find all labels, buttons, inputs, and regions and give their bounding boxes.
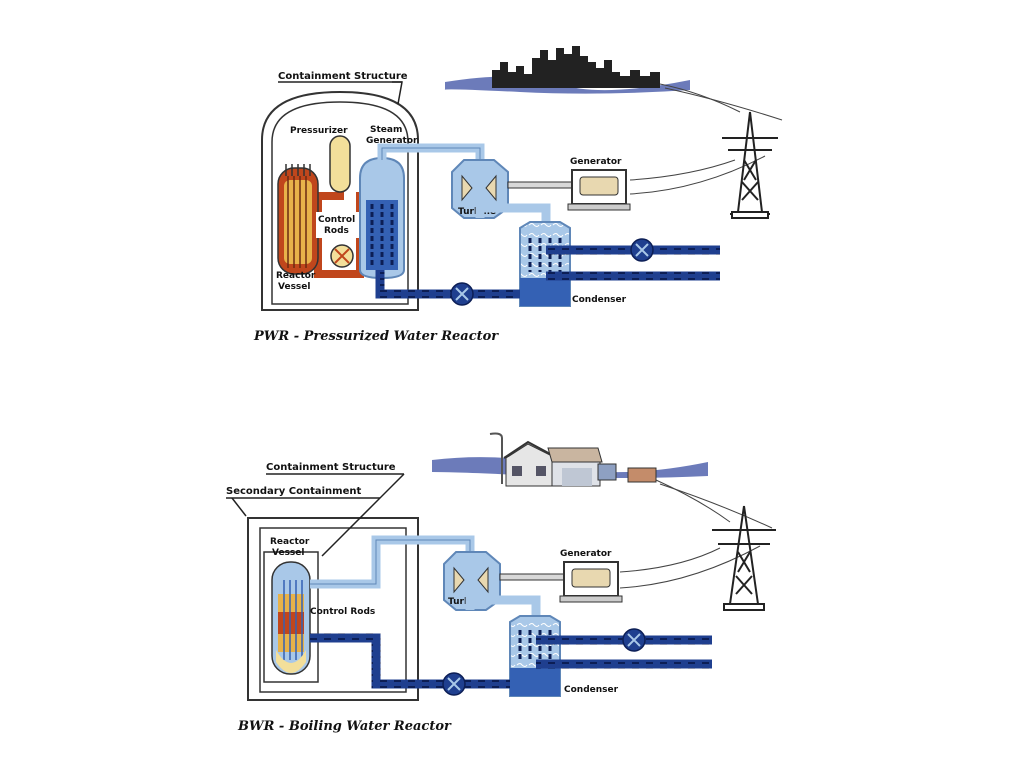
bwr-reactor-vessel-label-2: Vessel bbox=[272, 548, 304, 558]
pwr-generator-label: Generator bbox=[570, 157, 622, 167]
pwr-steam-generator-label-1: Steam bbox=[370, 125, 402, 135]
pwr-reactor-vessel-label-1: Reactor bbox=[276, 271, 316, 281]
bwr-reactor-vessel bbox=[271, 561, 311, 675]
pwr-condenser-label: Condenser bbox=[572, 295, 627, 305]
bwr-reactor-vessel-label-1: Reactor bbox=[270, 537, 310, 547]
pwr-caption: PWR - Pressurized Water Reactor bbox=[253, 329, 499, 344]
pwr-generator bbox=[567, 169, 631, 211]
bwr-caption: BWR - Boiling Water Reactor bbox=[237, 719, 452, 734]
transmission-tower-icon bbox=[722, 111, 778, 219]
bwr-cooling-pump bbox=[622, 628, 646, 652]
bwr-diagram: Containment Structure Secondary Containm… bbox=[226, 432, 776, 734]
pwr-control-rods-label-2: Rods bbox=[324, 226, 349, 236]
pwr-cooling-pump bbox=[630, 238, 654, 262]
bwr-feedwater-pump bbox=[442, 672, 466, 696]
pwr-control-rods-label-1: Control bbox=[318, 215, 355, 225]
pwr-diagram: Containment Structure Pressurizer Contro… bbox=[253, 46, 783, 344]
pwr-steam-generator-label-2: Generator bbox=[366, 136, 418, 146]
bwr-secondary-containment-label: Secondary Containment bbox=[226, 486, 361, 497]
bwr-condenser-label: Condenser bbox=[564, 685, 619, 695]
pwr-feedwater-pump bbox=[450, 282, 474, 306]
bwr-condenser bbox=[509, 615, 561, 697]
pwr-primary-pump bbox=[330, 244, 354, 268]
pwr-condenser bbox=[519, 221, 571, 307]
pwr-pressurizer-label: Pressurizer bbox=[290, 126, 348, 136]
pwr-pressurizer bbox=[329, 135, 351, 193]
bwr-containment-label: Containment Structure bbox=[266, 462, 396, 473]
bwr-control-rods-label: Control Rods bbox=[310, 607, 375, 617]
transmission-tower-icon bbox=[712, 505, 776, 611]
city-skyline-icon bbox=[444, 46, 690, 94]
bwr-generator bbox=[559, 561, 623, 603]
houses-scene-icon bbox=[432, 432, 708, 487]
pwr-reactor-vessel-label-2: Vessel bbox=[278, 282, 310, 292]
bwr-generator-label: Generator bbox=[560, 549, 612, 559]
pwr-steam-generator bbox=[359, 156, 405, 280]
pwr-reactor-vessel bbox=[277, 164, 319, 275]
pwr-containment-label: Containment Structure bbox=[278, 71, 408, 82]
